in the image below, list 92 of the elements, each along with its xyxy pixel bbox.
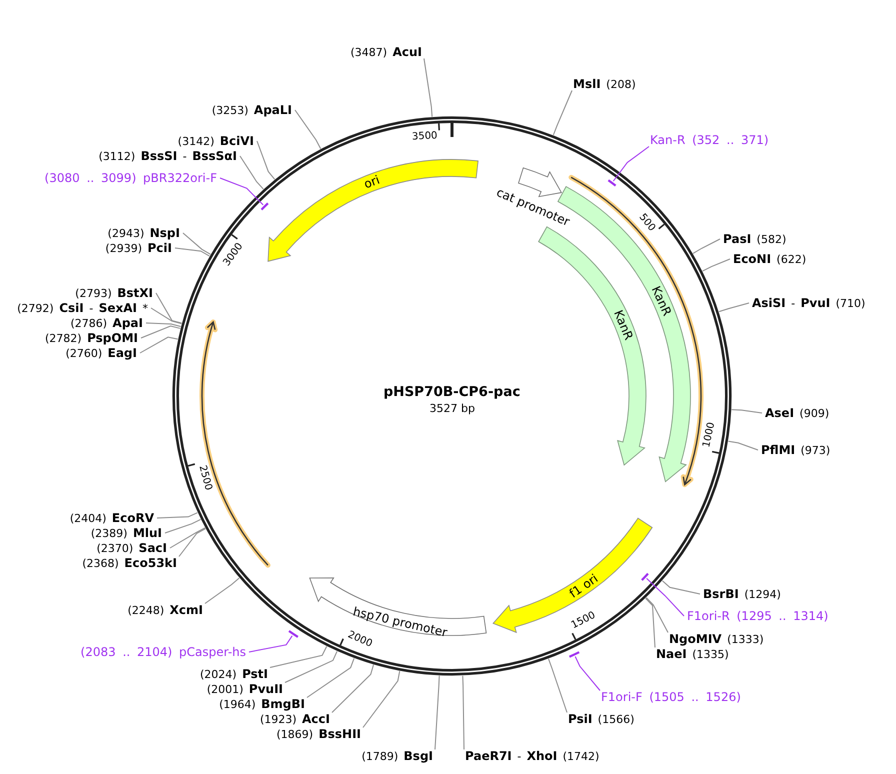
leader-line: [645, 598, 656, 648]
primer-mark: [260, 202, 270, 211]
primer-label: F1ori-R (1295 .. 1314): [687, 608, 828, 624]
leader-line: [434, 675, 440, 750]
primer-mark: [607, 179, 617, 187]
leader-line: [146, 322, 182, 327]
restriction-site-label: (2370) SacI: [96, 540, 167, 556]
restriction-site-label: (1964) BmgBI: [219, 696, 305, 712]
scale-label: 3500: [411, 130, 438, 144]
plasmid-name: pHSP70B-CP6-pac: [384, 384, 520, 401]
leader-line: [662, 580, 700, 594]
restriction-site-label: EcoNI (622): [733, 252, 806, 266]
leader-line: [332, 664, 374, 713]
leader-line: [182, 232, 211, 255]
restriction-site-label: MslI (208): [573, 76, 636, 92]
leader-line: [140, 336, 178, 354]
restriction-site-label: PsiI (1566): [568, 712, 634, 726]
feature-label: KanR: [648, 284, 674, 318]
restriction-site-label: (2389) MluI: [90, 526, 162, 540]
restriction-site-label: (1789) BsgI: [362, 748, 433, 764]
feature-label: f1 ori: [566, 571, 600, 601]
scale-label: 2500: [196, 464, 214, 492]
leader-line: [284, 650, 338, 683]
leader-line: [646, 597, 668, 633]
leader-line: [306, 658, 355, 698]
restriction-site-label: (2939) PciI: [105, 240, 172, 256]
restriction-site-label: (2248) XcmI: [128, 602, 203, 618]
leader-line: [612, 146, 650, 182]
plasmid-size: 3527 bp: [430, 402, 475, 414]
leader-line: [424, 58, 433, 118]
restriction-site-label: (2943) NspI: [108, 226, 180, 240]
leader-line: [462, 675, 464, 750]
restriction-site-label: AseI (909): [765, 406, 830, 420]
leader-line: [150, 308, 182, 324]
leader-line: [156, 512, 198, 518]
leader-line: [728, 440, 758, 450]
primer-mark: [640, 572, 650, 582]
leader-line: [164, 518, 202, 534]
restriction-site-label: PaeR7I - XhoI (1742): [465, 748, 600, 764]
leader-line: [718, 302, 750, 312]
feature-label: ori: [362, 173, 382, 192]
restriction-site-label: (2024) PstI: [200, 666, 268, 682]
restriction-site-label: (2404) EcoRV: [70, 510, 154, 526]
restriction-site-label: (2001) PvuII: [206, 682, 283, 696]
scale-label: 1500: [570, 610, 598, 632]
leader-line: [646, 578, 684, 616]
primer-mark: [287, 629, 300, 639]
leader-line: [220, 178, 264, 206]
restriction-site-label: NgoMIV (1333): [669, 632, 764, 646]
restriction-site-label: (2786) ApaI: [70, 316, 143, 330]
feature-label: KanR: [610, 308, 636, 342]
scale-label: 1000: [701, 422, 718, 449]
leader-line: [270, 646, 328, 668]
restriction-site-label: AsiSI - PvuI (710): [752, 296, 866, 310]
restriction-site-label: (2793) BstXI: [75, 286, 153, 300]
leader-line: [248, 635, 293, 652]
restriction-site-label: BsrBI (1294): [703, 586, 781, 602]
scale-label: 2000: [346, 628, 374, 650]
primer-mark: [568, 650, 581, 658]
leader-line: [702, 258, 730, 272]
leader-line: [552, 90, 572, 136]
primer-label: F1ori-F (1505 .. 1526): [601, 690, 741, 704]
leader-line: [362, 670, 400, 728]
primer-label: Kan-R (352 .. 371): [650, 132, 769, 148]
leader-line: [692, 238, 720, 254]
restriction-site-label: (2760) EagI: [66, 346, 137, 360]
restriction-site-label: (3142) BciVI: [178, 134, 254, 148]
restriction-site-label: (2792) CsiI - SexAI*: [17, 300, 148, 316]
restriction-site-label: NaeI (1335): [656, 646, 729, 662]
restriction-site-label: (2368) Eco53kI: [82, 556, 177, 570]
leader-line: [156, 292, 182, 324]
primer-label: (2083 .. 2104) pCasper-hs: [80, 644, 246, 660]
leader-line: [174, 248, 210, 257]
leader-line: [548, 658, 568, 713]
leader-line: [256, 140, 276, 180]
leader-line: [178, 528, 206, 557]
leader-line: [294, 110, 322, 150]
leader-line: [731, 409, 762, 414]
restriction-site-label: (3487) AcuI: [350, 44, 422, 60]
leader-line: [170, 527, 206, 548]
restriction-site-label: (1923) AccI: [260, 712, 330, 726]
leader-line: [574, 656, 600, 691]
restriction-site-label: (2782) PspOMI: [44, 330, 138, 346]
restriction-site-label: (1869) BssHII: [276, 726, 361, 742]
restriction-site-label: PflMI (973): [761, 442, 830, 458]
restriction-site-label: (3112) BssSI - BssSαI: [98, 148, 237, 164]
leader-line: [204, 578, 240, 604]
restriction-site-label: PasI (582): [723, 232, 786, 246]
leader-line: [240, 156, 264, 190]
primer-label: (3080 .. 3099) pBR322ori-F: [44, 170, 217, 186]
leader-line: [140, 326, 181, 338]
restriction-site-label: (3253) ApaLI: [212, 102, 292, 118]
